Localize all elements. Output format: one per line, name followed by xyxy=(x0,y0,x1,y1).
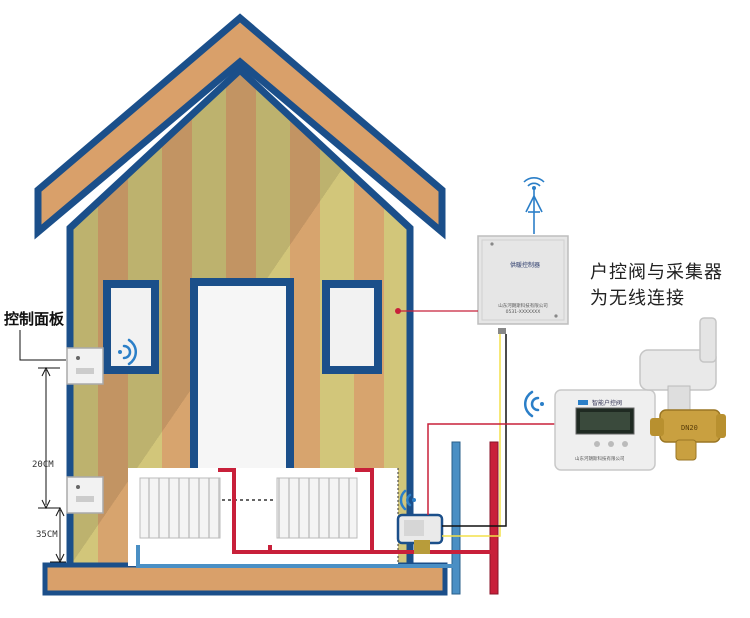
main-cold-pipe xyxy=(451,441,461,595)
collector-box-title: 供暖控制器 xyxy=(509,262,540,269)
actuator-head xyxy=(639,317,717,413)
cold-water-pipe xyxy=(136,545,420,568)
window-right xyxy=(322,280,382,374)
roof-outer xyxy=(34,13,446,240)
window-left xyxy=(103,280,159,374)
valve-meter-title: 智能户控阀 xyxy=(592,400,623,407)
dim-35cm-label: 35CM xyxy=(36,530,58,540)
floor-slab xyxy=(42,562,448,596)
valve-meter-company: 山东河朗斯科技有限公司 xyxy=(575,457,625,462)
wireless-caption-line2: 为无线连接 xyxy=(590,288,685,309)
radiator-left xyxy=(139,477,221,539)
dim-20cm-label: 20CM xyxy=(32,460,54,470)
collector-box xyxy=(477,235,569,334)
control-panel-label: 控制面板 xyxy=(4,310,65,328)
control-panel-upper xyxy=(66,347,104,385)
collector-phone-text: 0531-XXXXXXX xyxy=(505,310,541,315)
dimension-lines xyxy=(38,366,66,564)
wireless-caption-line1: 户控阀与采集器 xyxy=(590,262,723,283)
antenna-icon xyxy=(523,177,545,234)
control-panel-leader xyxy=(19,330,66,361)
household-valve-icon xyxy=(396,513,444,554)
collector-box-company: 山东河朗斯科技有限公司 0531-XXXXXXX xyxy=(478,304,568,316)
control-panel-lower xyxy=(66,476,104,514)
valve-meter-device xyxy=(554,389,656,471)
signal-wires xyxy=(427,334,556,537)
valve-model-label: DN20 xyxy=(681,424,698,432)
radiator-right xyxy=(276,477,358,539)
wifi-icon-panel xyxy=(118,338,138,366)
brass-valve-body xyxy=(650,409,726,461)
wifi-icon-meter xyxy=(523,390,544,418)
wifi-icon-valve xyxy=(399,489,416,511)
main-hot-pipe xyxy=(489,441,499,595)
collector-company-text: 山东河朗斯科技有限公司 xyxy=(498,304,548,309)
